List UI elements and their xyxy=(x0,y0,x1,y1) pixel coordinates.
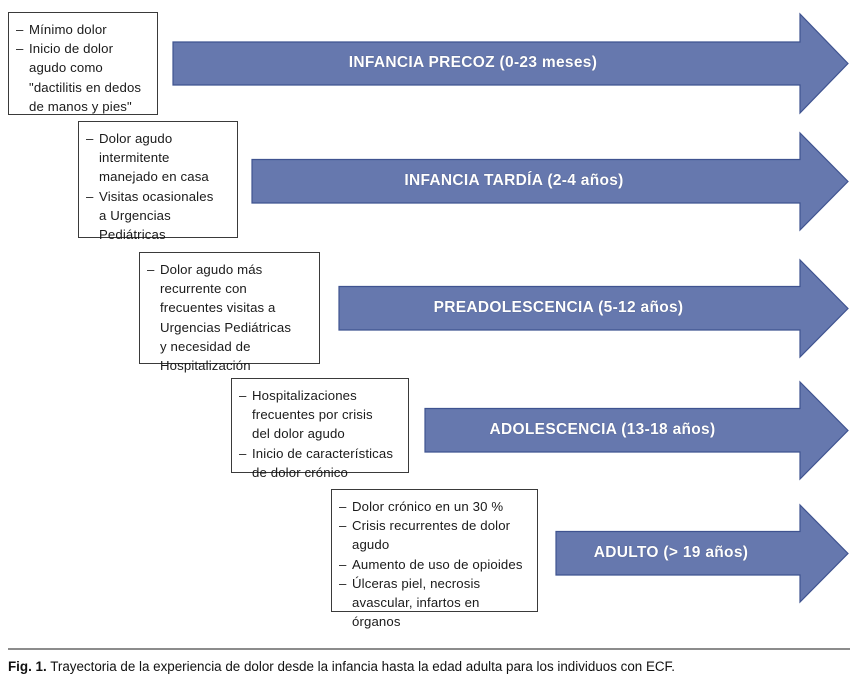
bullet-item: Hospitalizaciones frecuentes por crisis … xyxy=(239,386,400,444)
bullet-list: Hospitalizaciones frecuentes por crisis … xyxy=(239,386,400,482)
callout-box-stage-4: Hospitalizaciones frecuentes por crisis … xyxy=(231,378,409,480)
arrow-shape-icon xyxy=(172,12,849,115)
bullet-item: Visitas ocasionales a Urgencias Pediátri… xyxy=(86,187,229,245)
bullet-item: Dolor agudo más recurrente con frecuente… xyxy=(147,260,311,375)
stage-arrow-2: INFANCIA TARDÍA (2-4 años) xyxy=(251,131,849,232)
bullet-item: Aumento de uso de opioides xyxy=(339,555,529,574)
arrow-shape-icon xyxy=(251,131,849,232)
arrow-shape-icon xyxy=(555,503,849,604)
arrow-shape-icon xyxy=(338,258,849,359)
callout-box-stage-2: Dolor agudo intermitente manejado en cas… xyxy=(78,121,238,242)
arrow-shape-icon xyxy=(424,380,849,481)
bullet-item: Dolor agudo intermitente manejado en cas… xyxy=(86,129,229,187)
bullet-list: Dolor crónico en un 30 % Crisis recurren… xyxy=(339,497,529,631)
bullet-item: Inicio de características de dolor cróni… xyxy=(239,444,400,482)
caption-label: Fig. 1. xyxy=(8,659,47,674)
bullet-list: Dolor agudo intermitente manejado en cas… xyxy=(86,129,229,244)
stage-arrow-1: INFANCIA PRECOZ (0-23 meses) xyxy=(172,12,849,115)
caption-divider xyxy=(8,648,850,650)
stage-arrow-5: ADULTO (> 19 años) xyxy=(555,503,849,604)
stage-arrow-3: PREADOLESCENCIA (5-12 años) xyxy=(338,258,849,359)
bullet-item: Inicio de dolor agudo como "dactilitis e… xyxy=(16,39,149,116)
bullet-item: Dolor crónico en un 30 % xyxy=(339,497,529,516)
bullet-item: Úlceras piel, necrosis avascular, infart… xyxy=(339,574,529,632)
bullet-list: Dolor agudo más recurrente con frecuente… xyxy=(147,260,311,375)
bullet-list: Mínimo dolor Inicio de dolor agudo como … xyxy=(16,20,149,116)
caption-text: Trayectoria de la experiencia de dolor d… xyxy=(50,659,675,674)
bullet-item: Mínimo dolor xyxy=(16,20,149,39)
callout-box-stage-5: Dolor crónico en un 30 % Crisis recurren… xyxy=(331,489,538,629)
callout-box-stage-1: Mínimo dolor Inicio de dolor agudo como … xyxy=(8,12,158,115)
bullet-item: Crisis recurrentes de dolor agudo xyxy=(339,516,529,554)
stage-arrow-4: ADOLESCENCIA (13-18 años) xyxy=(424,380,849,481)
callout-box-stage-3: Dolor agudo más recurrente con frecuente… xyxy=(139,252,320,373)
figure-caption: Fig. 1. Trayectoria de la experiencia de… xyxy=(8,658,850,676)
